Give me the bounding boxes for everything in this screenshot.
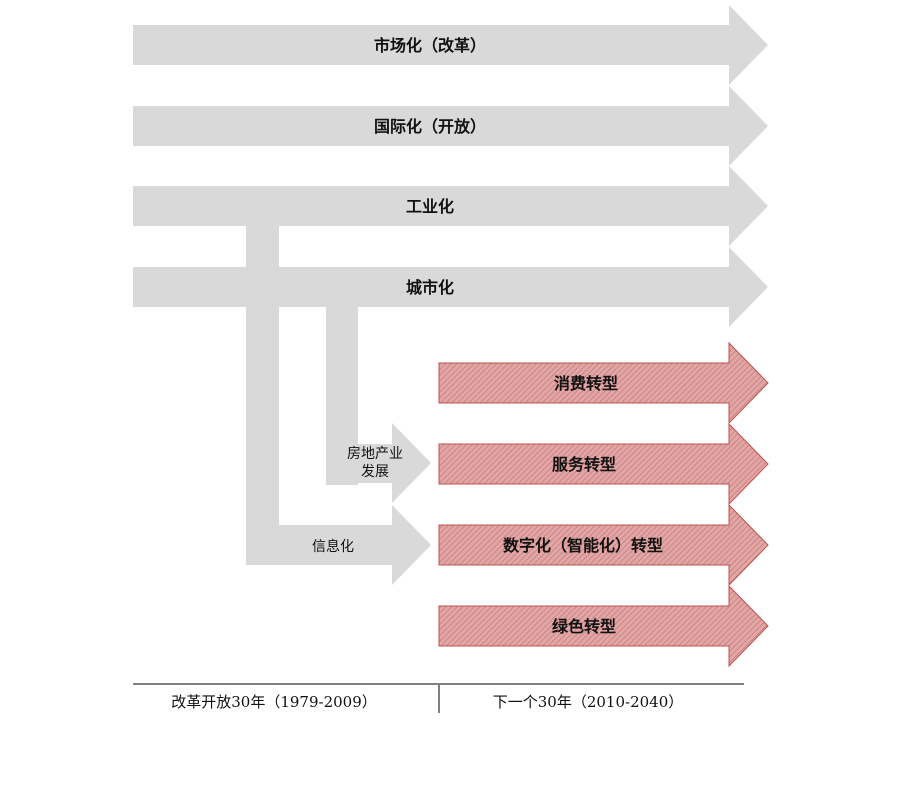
transform-arrow-label: 数字化（智能化）转型 <box>503 536 663 555</box>
branch-label-real-estate-line1: 房地产业 <box>347 446 403 462</box>
main-arrow-marketization: 市场化（改革） <box>133 5 768 85</box>
transform-arrow-label: 服务转型 <box>552 455 616 474</box>
transform-arrow-consumption: 消费转型 <box>438 341 769 425</box>
main-arrow-label: 城市化 <box>406 278 454 297</box>
main-arrow-industrialization: 工业化 <box>133 166 768 246</box>
era-label-reform: 改革开放30年（1979-2009） <box>171 693 377 711</box>
transform-arrow-label: 消费转型 <box>554 374 618 393</box>
era-label-next: 下一个30年（2010-2040） <box>493 693 684 711</box>
branch-label-informatization: 信息化 <box>312 538 354 555</box>
main-arrow-label: 国际化（开放） <box>374 117 486 136</box>
transform-arrow-label: 绿色转型 <box>552 617 616 636</box>
transform-arrow-green: 绿色转型 <box>438 584 769 668</box>
branch-label-real-estate-line2: 发展 <box>361 464 389 480</box>
branch-arrow-informatization: 信息化 <box>246 505 431 585</box>
branch-arrow-real-estate: 房地产业 发展 <box>326 423 431 503</box>
main-arrow-urbanization: 城市化 <box>133 247 768 327</box>
main-arrow-label: 市场化（改革） <box>374 36 486 55</box>
transform-arrow-service: 服务转型 <box>438 422 769 506</box>
main-arrow-label: 工业化 <box>406 197 454 216</box>
main-arrow-internationalization: 国际化（开放） <box>133 86 768 166</box>
transform-arrow-digital: 数字化（智能化）转型 <box>438 503 769 587</box>
